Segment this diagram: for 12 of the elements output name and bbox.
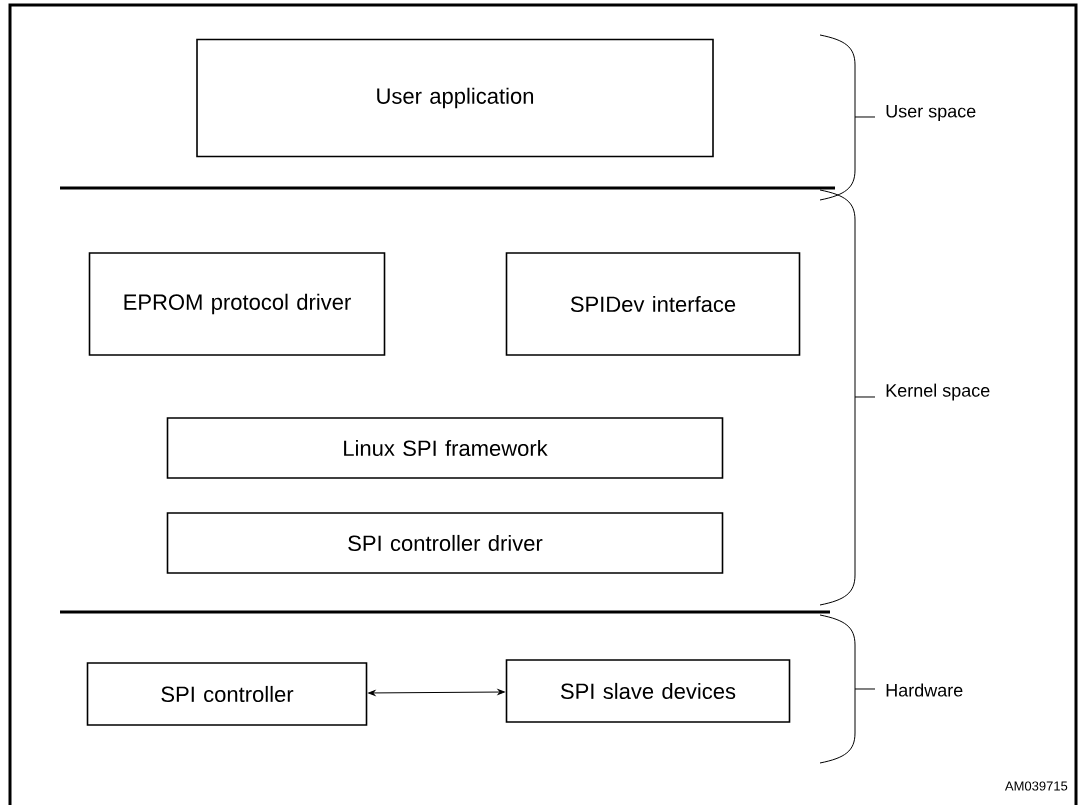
box: SPI controller <box>86 662 368 726</box>
arrow <box>368 689 505 696</box>
layer-label: User space <box>886 104 976 122</box>
layer-label: Hardware <box>886 683 963 697</box>
layer-label: Kernel space <box>886 383 990 401</box>
box: EPROM protocol driver <box>88 252 386 356</box>
box: SPIDev interface <box>505 252 801 356</box>
figure-id: AM039715 <box>1004 781 1068 791</box>
box: SPI slave devices <box>505 659 791 723</box>
box: SPI controller driver <box>166 512 724 574</box>
box: User application <box>196 38 714 158</box>
box: Linux SPI framework <box>166 417 724 479</box>
